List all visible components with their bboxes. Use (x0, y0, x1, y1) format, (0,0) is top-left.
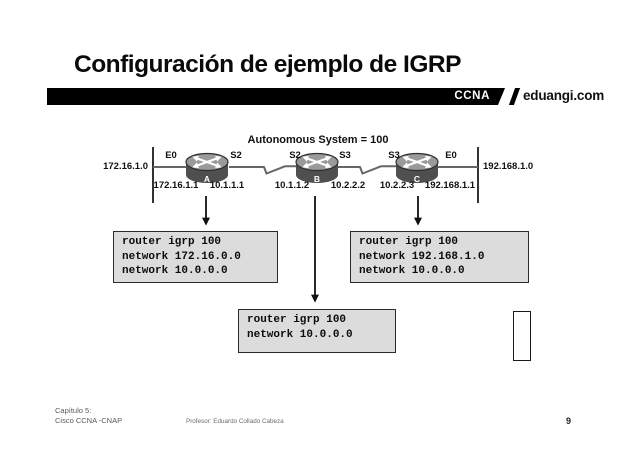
serial-link-b-c (335, 165, 399, 175)
page-title: Configuración de ejemplo de IGRP (74, 51, 461, 78)
config-box-router-b: router igrp 100 network 10.0.0.0 (238, 309, 396, 353)
ip-label: 192.168.1.1 (424, 180, 476, 191)
page-number: 9 (566, 416, 572, 426)
router-label: C (414, 174, 420, 184)
ip-label: 10.1.1.2 (274, 180, 310, 191)
config-line: network 192.168.1.0 (359, 250, 485, 263)
interface-label-e0-c: E0 (445, 150, 457, 161)
interface-label-s2-b: S2 (289, 150, 301, 161)
footer-chapter-line1: Capítulo 5: (55, 406, 92, 415)
config-box-router-c: router igrp 100 network 192.168.1.0 netw… (350, 231, 529, 283)
ccna-label: CCNA (454, 90, 490, 102)
footer-professor: Profesor: Eduardo Collado Cabeza (186, 418, 284, 425)
config-line: network 10.0.0.0 (122, 265, 228, 277)
interface-label-s2-a: S2 (230, 150, 242, 161)
interface-label-s3-b: S3 (339, 150, 351, 161)
interface-label-s3-c: S3 (388, 150, 400, 161)
config-line: router igrp 100 (359, 236, 459, 248)
ip-label: 10.1.1.1 (209, 180, 245, 191)
config-line: network 10.0.0.0 (247, 328, 353, 341)
config-line: router igrp 100 (247, 314, 347, 326)
network-address-left: 172.16.1.0 (103, 161, 148, 172)
autonomous-system-label: Autonomous System = 100 (247, 134, 389, 146)
interface-label-e0-a: E0 (165, 150, 177, 161)
footer-chapter: Capítulo 5: Cisco CCNA -CNAP (55, 406, 122, 425)
footer-chapter-line2: Cisco CCNA -CNAP (55, 415, 123, 425)
config-line: network 172.16.0.0 (122, 250, 241, 263)
ip-label: 10.2.2.2 (330, 180, 366, 191)
router-label: B (314, 174, 320, 184)
network-address-right: 192.168.1.0 (483, 161, 534, 172)
empty-note-box (513, 311, 531, 361)
serial-link-a-b (229, 165, 299, 175)
ip-label: 10.2.2.3 (379, 180, 415, 191)
config-box-router-a: router igrp 100 network 172.16.0.0 netwo… (113, 231, 278, 283)
ip-label: 172.16.1.1 (153, 180, 199, 191)
header-bar: CCNA (47, 88, 505, 105)
eduangi-brand-label: eduangi.com (523, 88, 605, 103)
config-line: router igrp 100 (122, 236, 222, 248)
router-label: A (204, 174, 210, 184)
config-line: network 10.0.0.0 (359, 265, 465, 277)
